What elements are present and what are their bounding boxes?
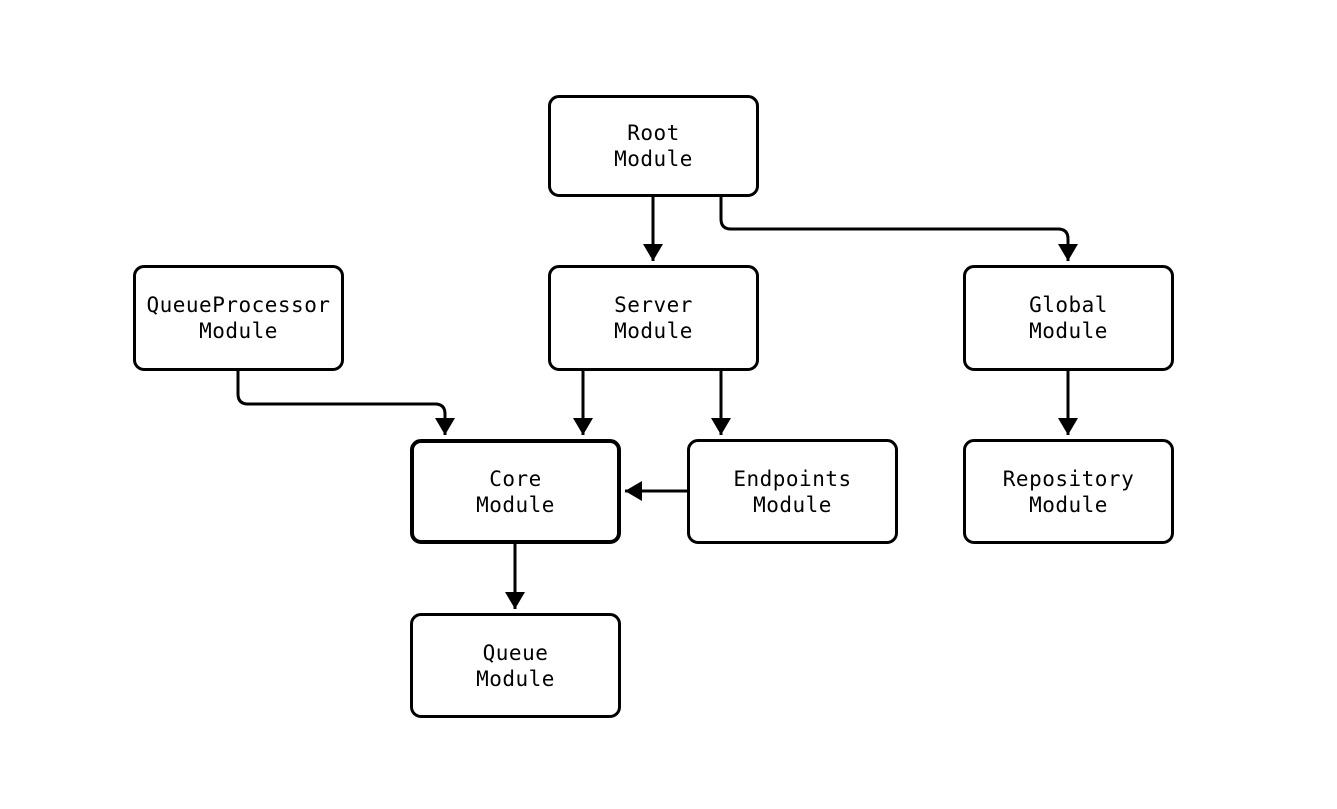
global-module-node-label-line1: Global: [1029, 293, 1108, 317]
server-module-node-label-line1: Server: [614, 293, 693, 317]
queue-module-node-label-line2: Module: [476, 666, 555, 691]
edge-queueprocessor-to-core-line: [236, 371, 447, 435]
edge-root-to-global-line: [719, 197, 1070, 261]
edge-root-to-server-arrowhead-icon: [643, 244, 663, 261]
edge-queueprocessor-to-core: [236, 371, 455, 435]
edge-server-to-endpoints: [711, 371, 731, 435]
edge-root-to-server: [643, 197, 663, 261]
queueprocessor-module-node-label-line1: QueueProcessor: [146, 293, 331, 317]
server-module-node-label-line2: Module: [614, 319, 693, 343]
repository-module-node-label-line2: Module: [1029, 492, 1108, 517]
edge-endpoints-to-core-arrowhead-icon: [625, 481, 642, 501]
global-module-node-label-line2: Module: [1029, 319, 1108, 343]
edge-core-to-queue: [505, 544, 525, 609]
edge-endpoints-to-core: [625, 481, 687, 501]
root-module-node-label-line1: Root: [627, 121, 680, 145]
edge-server-to-core-arrowhead-icon: [573, 418, 593, 435]
repository-module-node-label-line1: Repository: [1002, 466, 1135, 491]
endpoints-module-node-label-line2: Module: [753, 492, 832, 517]
edge-server-to-endpoints-arrowhead-icon: [711, 418, 731, 435]
edge-queueprocessor-to-core-arrowhead-icon: [435, 418, 455, 435]
core-module-node-label-line2: Module: [476, 492, 555, 517]
edge-core-to-queue-arrowhead-icon: [505, 592, 525, 609]
root-module-node-label-line2: Module: [614, 147, 693, 171]
edge-global-to-repository-arrowhead-icon: [1058, 418, 1078, 435]
queue-module-node-label-line1: Queue: [482, 640, 549, 665]
edge-root-to-global-arrowhead-icon: [1058, 244, 1078, 261]
edge-global-to-repository: [1058, 371, 1078, 435]
endpoints-module-node-label-line1: Endpoints: [733, 466, 852, 491]
edge-root-to-global: [719, 197, 1078, 261]
queueprocessor-module-node-label-line2: Module: [199, 319, 278, 343]
edge-server-to-core: [573, 371, 593, 435]
core-module-node-label-line1: Core: [489, 466, 542, 491]
